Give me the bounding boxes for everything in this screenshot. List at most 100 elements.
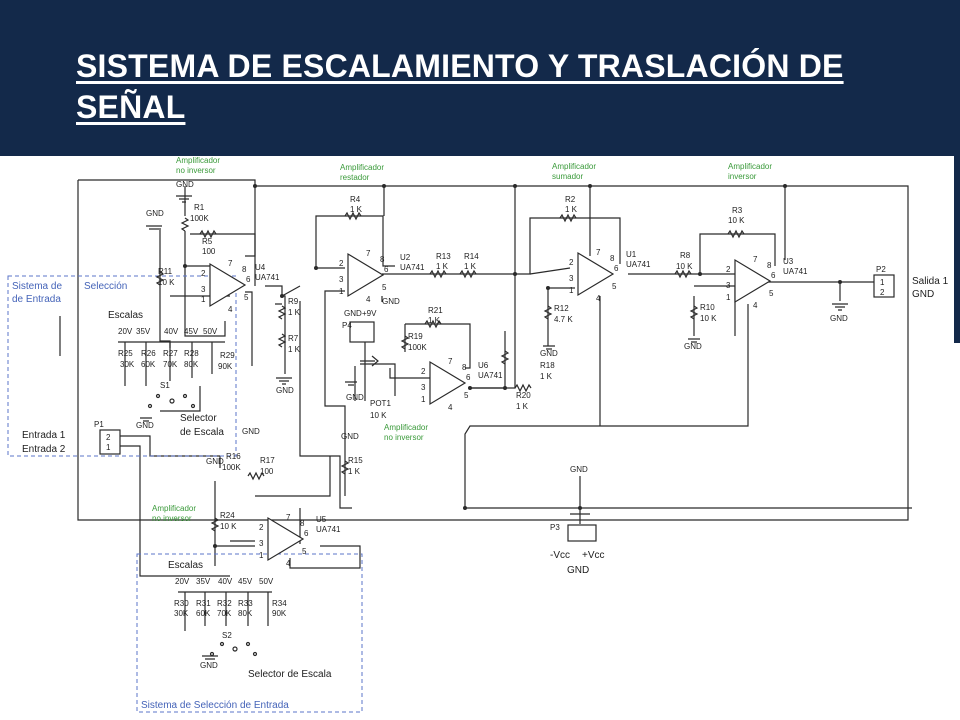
svg-text:3: 3 — [569, 274, 574, 283]
svg-text:R34: R34 — [272, 599, 287, 608]
svg-text:U5: U5 — [316, 515, 327, 524]
svg-text:3: 3 — [421, 383, 426, 392]
svg-text:2: 2 — [569, 258, 574, 267]
svg-text:U4: U4 — [255, 263, 266, 272]
svg-text:50V: 50V — [259, 577, 274, 586]
svg-text:P1: P1 — [94, 420, 104, 429]
svg-text:R11: R11 — [158, 267, 173, 276]
svg-text:3: 3 — [339, 275, 344, 284]
svg-text:R12: R12 — [554, 304, 569, 313]
svg-text:UA741: UA741 — [316, 525, 341, 534]
svg-text:no inversor: no inversor — [176, 166, 216, 175]
svg-text:90K: 90K — [272, 609, 287, 618]
svg-text:1: 1 — [421, 395, 426, 404]
svg-text:100K: 100K — [190, 214, 209, 223]
svg-text:GND: GND — [830, 314, 848, 323]
ground-symbols: GND GND GND GND GND GND GND GND GND GND … — [140, 180, 848, 660]
svg-text:7: 7 — [228, 259, 233, 268]
svg-text:3: 3 — [726, 281, 731, 290]
svg-text:GND: GND — [344, 309, 362, 318]
svg-text:7: 7 — [366, 249, 371, 258]
svg-text:80K: 80K — [184, 360, 199, 369]
svg-text:UA741: UA741 — [400, 263, 425, 272]
svg-text:1: 1 — [106, 443, 111, 452]
svg-text:100: 100 — [260, 467, 274, 476]
svg-text:R2: R2 — [565, 195, 576, 204]
svg-text:4: 4 — [228, 305, 233, 314]
svg-text:1: 1 — [880, 278, 885, 287]
svg-text:R24: R24 — [220, 511, 235, 520]
svg-text:1 K: 1 K — [540, 372, 553, 381]
svg-text:2: 2 — [880, 288, 885, 297]
title-banner: SISTEMA DE ESCALAMIENTO Y TRASLACIÓN DE … — [0, 0, 960, 156]
svg-text:5: 5 — [464, 391, 469, 400]
svg-text:GND: GND — [206, 457, 224, 466]
input-selection-label-1c: de Entrada — [12, 294, 61, 305]
svg-text:R21: R21 — [428, 306, 443, 315]
svg-text:U3: U3 — [783, 257, 794, 266]
svg-text:10 K: 10 K — [370, 411, 387, 420]
block-label-inverter: Amplificador — [728, 162, 772, 171]
svg-text:R31: R31 — [196, 599, 211, 608]
block-label-no-inverter-1: Amplificador — [176, 156, 220, 165]
svg-text:45V: 45V — [184, 327, 199, 336]
svg-text:1: 1 — [569, 286, 574, 295]
connector-p2: P2 1 2 Salida 1 GND — [873, 265, 949, 300]
svg-text:R32: R32 — [217, 599, 232, 608]
svg-text:6: 6 — [246, 275, 251, 284]
svg-text:R7: R7 — [288, 334, 299, 343]
svg-text:R18: R18 — [540, 361, 555, 370]
svg-text:80K: 80K — [238, 609, 253, 618]
svg-text:3: 3 — [259, 539, 264, 548]
svg-text:R3: R3 — [732, 206, 743, 215]
svg-text:4: 4 — [448, 403, 453, 412]
svg-text:GND: GND — [146, 209, 164, 218]
svg-text:R4: R4 — [350, 195, 361, 204]
svg-text:2: 2 — [259, 523, 264, 532]
svg-text:1 K: 1 K — [464, 262, 477, 271]
svg-text:1 K: 1 K — [428, 316, 441, 325]
svg-text:R13: R13 — [436, 252, 451, 261]
svg-text:8: 8 — [380, 255, 385, 264]
svg-text:4: 4 — [596, 294, 601, 303]
svg-text:5: 5 — [244, 293, 249, 302]
svg-text:Entrada 1: Entrada 1 — [22, 430, 66, 441]
input-selection-label-1b: Selección — [84, 281, 127, 292]
svg-text:R26: R26 — [141, 349, 156, 358]
svg-text:+Vcc: +Vcc — [582, 550, 605, 561]
svg-text:8: 8 — [767, 261, 772, 270]
svg-text:35V: 35V — [196, 577, 211, 586]
svg-text:UA741: UA741 — [255, 273, 280, 282]
svg-text:GND: GND — [346, 393, 364, 402]
svg-text:Entrada 2: Entrada 2 — [22, 444, 66, 455]
svg-text:2: 2 — [106, 433, 111, 442]
svg-text:de Escala: de Escala — [180, 427, 224, 438]
svg-text:R17: R17 — [260, 456, 275, 465]
svg-text:10 K: 10 K — [220, 522, 237, 531]
svg-text:GND: GND — [341, 432, 359, 441]
svg-text:6: 6 — [304, 529, 309, 538]
svg-text:7: 7 — [286, 513, 291, 522]
svg-text:GND: GND — [200, 661, 218, 670]
svg-text:5: 5 — [382, 283, 387, 292]
opamp-u6: 2 3 6 8 7 4 5 1 U6 UA741 — [421, 357, 503, 412]
svg-text:40V: 40V — [218, 577, 233, 586]
svg-text:P4: P4 — [342, 321, 352, 330]
svg-text:8: 8 — [462, 363, 467, 372]
svg-text:Escalas: Escalas — [168, 560, 203, 571]
svg-text:45V: 45V — [238, 577, 253, 586]
connector-p1: P1 2 1 Entrada 1 Entrada 2 — [22, 420, 121, 455]
svg-text:GND: GND — [912, 289, 934, 300]
svg-text:R19: R19 — [408, 332, 423, 341]
svg-text:R20: R20 — [516, 391, 531, 400]
svg-text:6: 6 — [771, 271, 776, 280]
svg-text:10 K: 10 K — [158, 278, 175, 287]
svg-text:S1: S1 — [160, 381, 170, 390]
svg-text:R8: R8 — [680, 251, 691, 260]
svg-text:2: 2 — [421, 367, 426, 376]
svg-text:6: 6 — [614, 264, 619, 273]
svg-text:no inversor: no inversor — [384, 433, 424, 442]
svg-text:R10: R10 — [700, 303, 715, 312]
